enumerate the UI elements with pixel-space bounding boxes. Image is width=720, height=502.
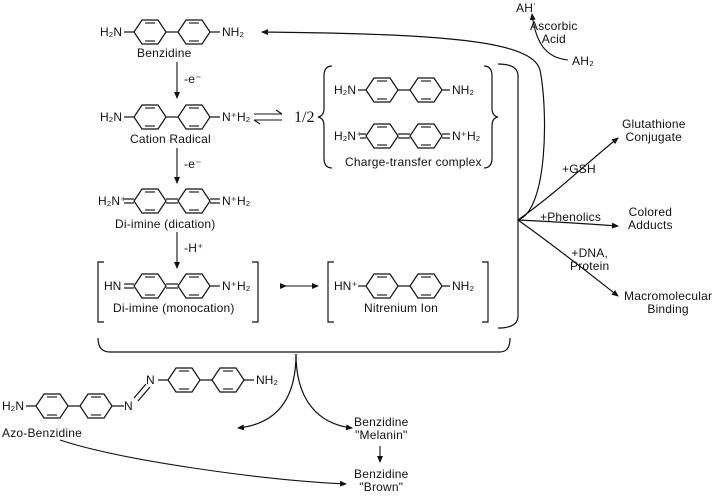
reduction-arrow: [261, 29, 546, 221]
phenolics-reagent: +Phenolics: [540, 210, 602, 224]
deprotonation-step: -H⁺: [184, 241, 204, 255]
diimine-dication-label: Di-imine (dication): [115, 217, 216, 231]
svg-text:N⁺H₂: N⁺H₂: [452, 129, 481, 143]
svg-text:NH₂: NH₂: [256, 373, 278, 387]
diimine-monocation-label: Di-imine (monocation): [113, 301, 235, 315]
svg-text:N: N: [146, 373, 155, 387]
macromolecular-product: Macromolecular Binding: [624, 289, 713, 316]
intermediates-bracket: [497, 63, 519, 329]
oxidation-step-1: -e⁻: [184, 72, 202, 86]
phenolics-arrow: [517, 219, 619, 229]
svg-text:HN: HN: [104, 279, 121, 293]
gsh-reagent: +GSH: [562, 162, 596, 176]
oxidation-step-2: -e⁻: [184, 157, 202, 171]
azo-arrow: [237, 353, 297, 431]
svg-text:N⁺H₂: N⁺H₂: [222, 110, 251, 124]
gsh-arrow: [517, 137, 619, 221]
benzidine-melanin-label: Benzidine "Melanin": [354, 415, 409, 442]
svg-text:HN⁺: HN⁺: [334, 279, 358, 293]
bottom-bracket: [97, 337, 511, 353]
svg-text:H₂N: H₂N: [334, 83, 356, 97]
svg-text:N: N: [124, 399, 133, 413]
svg-text:N⁺H₂: N⁺H₂: [222, 279, 251, 293]
nitrenium-structure: HN⁺ NH₂: [327, 261, 489, 323]
glutathione-product: Glutathione Conjugate: [622, 117, 686, 144]
benzidine-structure: H₂N NH₂: [100, 19, 244, 45]
ah-radical-label: AH˙: [516, 1, 538, 15]
melanin-arrow: [295, 353, 353, 431]
dna-arrow: [517, 219, 619, 297]
colored-adducts-product: Colored Adducts: [628, 205, 673, 232]
charge-transfer-label: Charge-transfer complex: [345, 155, 482, 169]
dna-reagent: +DNA, Protein: [570, 246, 610, 273]
ah2-label: AH₂: [572, 54, 594, 68]
azo-to-brown-arrow: [59, 439, 347, 487]
azo-benzidine-structure: H₂N N N NH₂: [2, 367, 278, 419]
ascorbic-arrow: [529, 13, 569, 61]
svg-text:NH₂: NH₂: [452, 279, 474, 293]
svg-text:H₂N: H₂N: [100, 25, 122, 39]
svg-text:H₂N⁺: H₂N⁺: [334, 129, 362, 143]
nitrenium-label: Nitrenium Ion: [364, 301, 438, 315]
svg-text:NH₂: NH₂: [452, 83, 474, 97]
azo-benzidine-label: Azo-Benzidine: [2, 426, 82, 440]
ascorbic-acid-label: Ascorbic Acid: [530, 19, 578, 46]
benzidine-brown-label: Benzidine "Brown": [354, 467, 409, 494]
equilibrium-arrow: [253, 109, 283, 125]
cation-radical-structure: H₂N N⁺H₂: [100, 104, 251, 130]
diimine-monocation-structure: HN N⁺H₂: [97, 261, 259, 323]
cation-radical-label: Cation Radical: [130, 132, 211, 146]
svg-text:1/2: 1/2: [294, 109, 314, 126]
charge-transfer-complex: 1/2 H₂N NH₂ H₂N⁺ N⁺H₂: [294, 65, 499, 169]
benzidine-label: Benzidine: [137, 46, 192, 60]
svg-text:H₂N⁺: H₂N⁺: [98, 194, 126, 208]
svg-text:N⁺H₂: N⁺H₂: [222, 194, 251, 208]
diimine-dication-structure: H₂N⁺ N⁺H₂: [98, 188, 251, 214]
svg-text:H₂N: H₂N: [100, 110, 122, 124]
svg-text:H₂N: H₂N: [2, 399, 24, 413]
svg-text:NH₂: NH₂: [222, 25, 244, 39]
